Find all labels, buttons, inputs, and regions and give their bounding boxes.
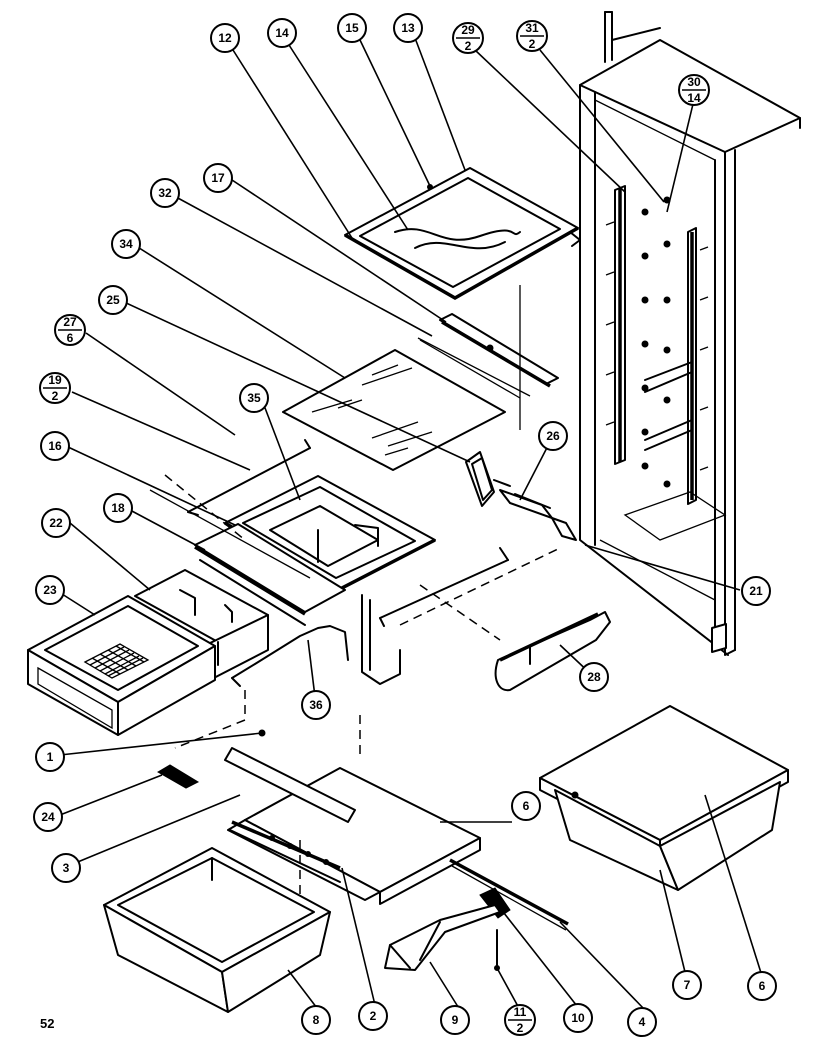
callout-6-center: 6 [511,791,541,821]
drawer-rail [449,858,569,931]
light-shield [494,611,611,692]
callout-16: 16 [40,431,70,461]
pan-cover-left [174,690,481,905]
leader-lines [59,37,763,1013]
callout-23: 23 [35,575,65,605]
glass-shelf [282,349,506,471]
svg-text:24: 24 [41,810,55,824]
svg-text:29: 29 [461,23,475,37]
page-number: 52 [40,1016,55,1031]
callout-8: 8 [301,1005,331,1035]
svg-text:16: 16 [48,439,62,453]
callout-28: 28 [579,662,609,692]
svg-text:25: 25 [106,293,120,307]
callout-1: 1 [35,742,65,772]
svg-text:2: 2 [52,389,59,403]
vegetable-pan [103,847,331,1013]
callout-13: 13 [393,13,423,43]
svg-text:23: 23 [43,583,57,597]
svg-text:36: 36 [309,698,323,712]
svg-text:18: 18 [111,501,125,515]
callout-26: 26 [538,421,568,451]
svg-text:2: 2 [370,1009,377,1023]
callout-11-2: 112 [504,1004,536,1036]
cabinet-liner [579,11,801,656]
svg-text:31: 31 [525,21,539,35]
callout-35: 35 [239,383,269,413]
callout-21: 21 [741,576,771,606]
svg-text:4: 4 [639,1015,646,1029]
screw-small [494,929,500,971]
svg-text:8: 8 [313,1013,320,1027]
meat-pan [539,705,789,891]
wire-shelf-assembly [344,167,581,301]
crisper-drawers [27,569,269,736]
small-clip [157,764,200,789]
svg-text:14: 14 [687,91,701,105]
shelf-support-bracket [465,451,511,507]
callout-36: 36 [301,690,331,720]
callout-18: 18 [103,493,133,523]
callout-15: 15 [337,13,367,43]
callout-4: 4 [627,1007,657,1037]
drawer-slide [384,904,501,971]
svg-text:2: 2 [529,37,536,51]
callout-2: 2 [358,1001,388,1031]
callout-9: 9 [440,1005,470,1035]
svg-text:6: 6 [67,331,74,345]
callout-12: 12 [210,23,240,53]
callout-29-2: 292 [452,22,484,54]
svg-text:2: 2 [465,39,472,53]
callout-3: 3 [51,853,81,883]
callout-34: 34 [111,229,141,259]
svg-text:28: 28 [587,670,601,684]
crisper-cover-frame [149,439,509,685]
svg-text:12: 12 [218,31,232,45]
svg-text:1: 1 [47,750,54,764]
wire-bracket [231,625,349,687]
shelf-trim-rail [417,285,559,430]
svg-text:13: 13 [401,21,415,35]
callout-25-top: 25 [98,285,128,315]
svg-text:19: 19 [48,373,62,387]
svg-text:17: 17 [211,171,225,185]
callout-10: 10 [563,1003,593,1033]
svg-text:15: 15 [345,21,359,35]
svg-text:2: 2 [517,1021,524,1035]
svg-text:6: 6 [759,979,766,993]
callout-27-6: 276 [54,314,86,346]
svg-text:35: 35 [247,391,261,405]
callout-17: 17 [203,163,233,193]
callout-22: 22 [41,508,71,538]
svg-text:30: 30 [687,75,701,89]
svg-text:34: 34 [119,237,133,251]
callout-31-2: 312 [516,20,548,52]
callout-24: 24 [33,802,63,832]
svg-text:7: 7 [684,978,691,992]
svg-text:27: 27 [63,315,77,329]
callout-7: 7 [672,970,702,1000]
svg-text:14: 14 [275,26,289,40]
mounting-holes [641,196,671,488]
callout-32: 32 [150,178,180,208]
svg-text:26: 26 [546,429,560,443]
svg-text:6: 6 [523,799,530,813]
svg-text:22: 22 [49,516,63,530]
callout-6-right: 6 [747,971,777,1001]
svg-text:32: 32 [158,186,172,200]
slide-mount [499,489,577,541]
svg-text:21: 21 [749,584,763,598]
svg-text:11: 11 [514,1005,527,1019]
svg-text:9: 9 [452,1013,459,1027]
svg-text:3: 3 [63,861,70,875]
svg-text:10: 10 [571,1011,585,1025]
callout-14: 14 [267,18,297,48]
callout-19-2: 192 [39,372,71,404]
